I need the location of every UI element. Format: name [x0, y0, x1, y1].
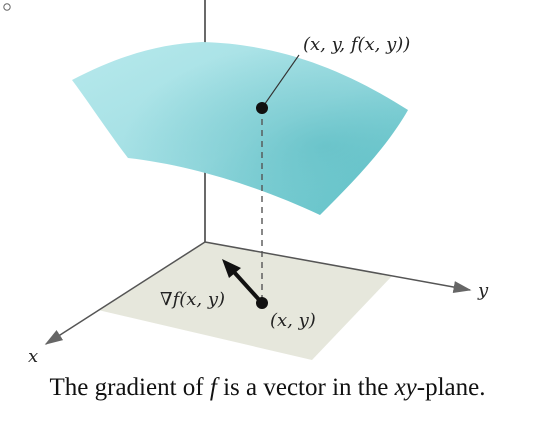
plane-point: [256, 297, 268, 309]
gradient-label: ∇f(x, y): [160, 289, 225, 310]
xy-plane-region: [98, 242, 392, 360]
caption-f: f: [209, 374, 217, 401]
y-axis-label: y: [477, 280, 489, 301]
corner-mark: [3, 3, 11, 11]
surface-shading: [72, 42, 408, 215]
x-axis-label: x: [28, 346, 38, 367]
surface-point: [256, 102, 268, 114]
surface-label-leader: [261, 54, 300, 109]
gradient-vector-shaft: [232, 270, 264, 305]
caption-before: The gradient of: [49, 374, 210, 401]
plane-point-label: (x, y): [270, 310, 316, 331]
caption-xy: xy: [394, 374, 417, 401]
x-axis: [44, 241, 206, 345]
caption: The gradient of f is a vector in the xy-…: [0, 374, 535, 402]
caption-after: -plane.: [416, 374, 486, 401]
surface-point-label: (x, y, f(x, y)): [303, 34, 410, 55]
caption-middle: is a vector in the: [216, 374, 395, 401]
gradient-vector-head: [222, 259, 241, 278]
y-axis: [204, 241, 472, 293]
